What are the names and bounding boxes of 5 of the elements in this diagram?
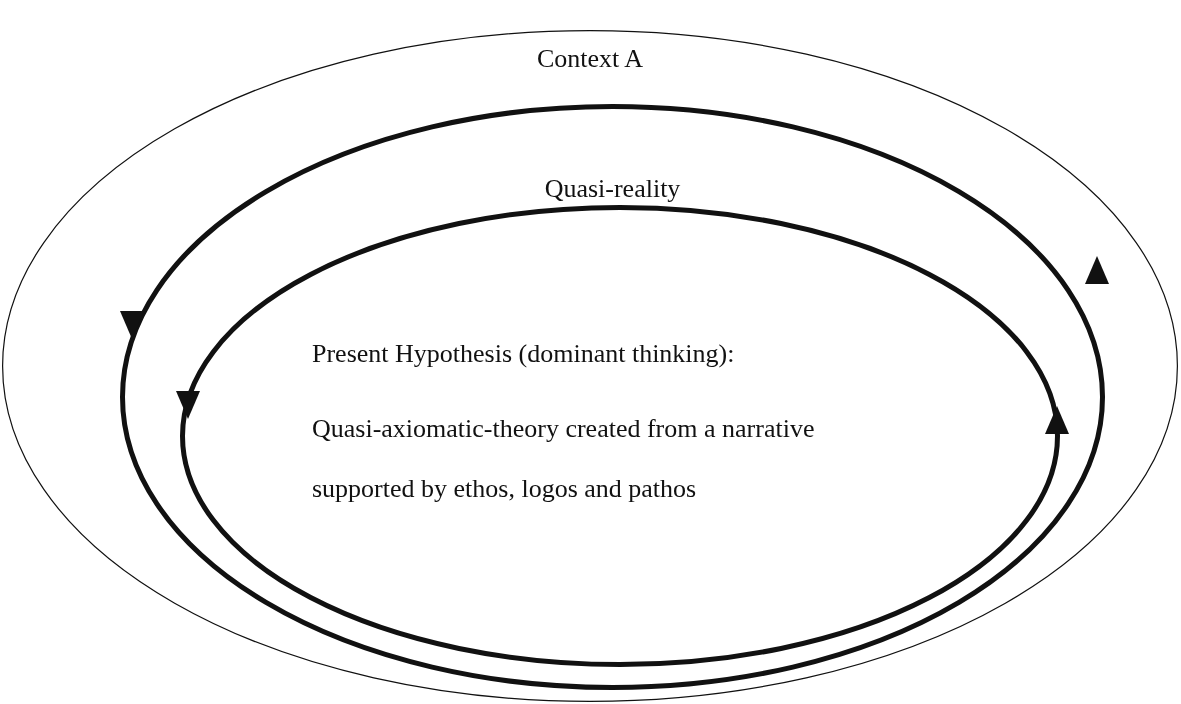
hypothesis-heading: Present Hypothesis (dominant thinking): (312, 339, 735, 369)
loop-label: Quasi-reality (544, 174, 681, 204)
hypothesis-text: Quasi-axiomatic-theory created from a narrative supported by ethos, logos and pathos (312, 413, 816, 505)
context-ellipse (2, 30, 1178, 702)
context-label: Context A (536, 44, 644, 74)
